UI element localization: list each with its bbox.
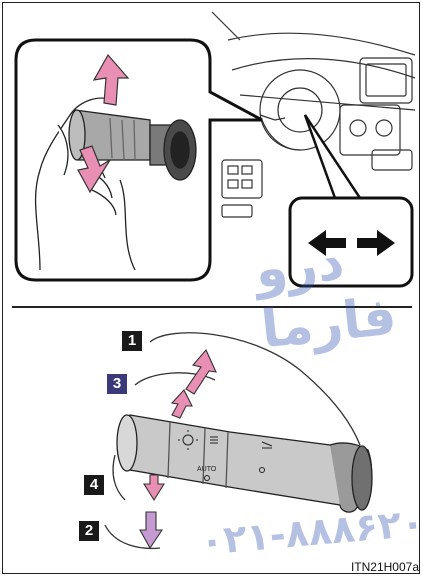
- position-arrow-2: [140, 512, 162, 548]
- auto-marking: AUTO: [197, 466, 217, 473]
- position-arrow-4: [144, 475, 164, 500]
- position-arrow-1: [186, 350, 216, 394]
- step-label-1: 1: [122, 331, 142, 351]
- step-label-4: 4: [84, 475, 104, 495]
- step-label-2: 2: [79, 521, 99, 541]
- image-code: ITN21H007a: [351, 560, 419, 574]
- callout-pointer: [305, 115, 360, 198]
- step-label-3: 3: [107, 374, 127, 394]
- position-arrow-3: [172, 390, 192, 418]
- watermark-brand: درو فارما: [252, 224, 423, 361]
